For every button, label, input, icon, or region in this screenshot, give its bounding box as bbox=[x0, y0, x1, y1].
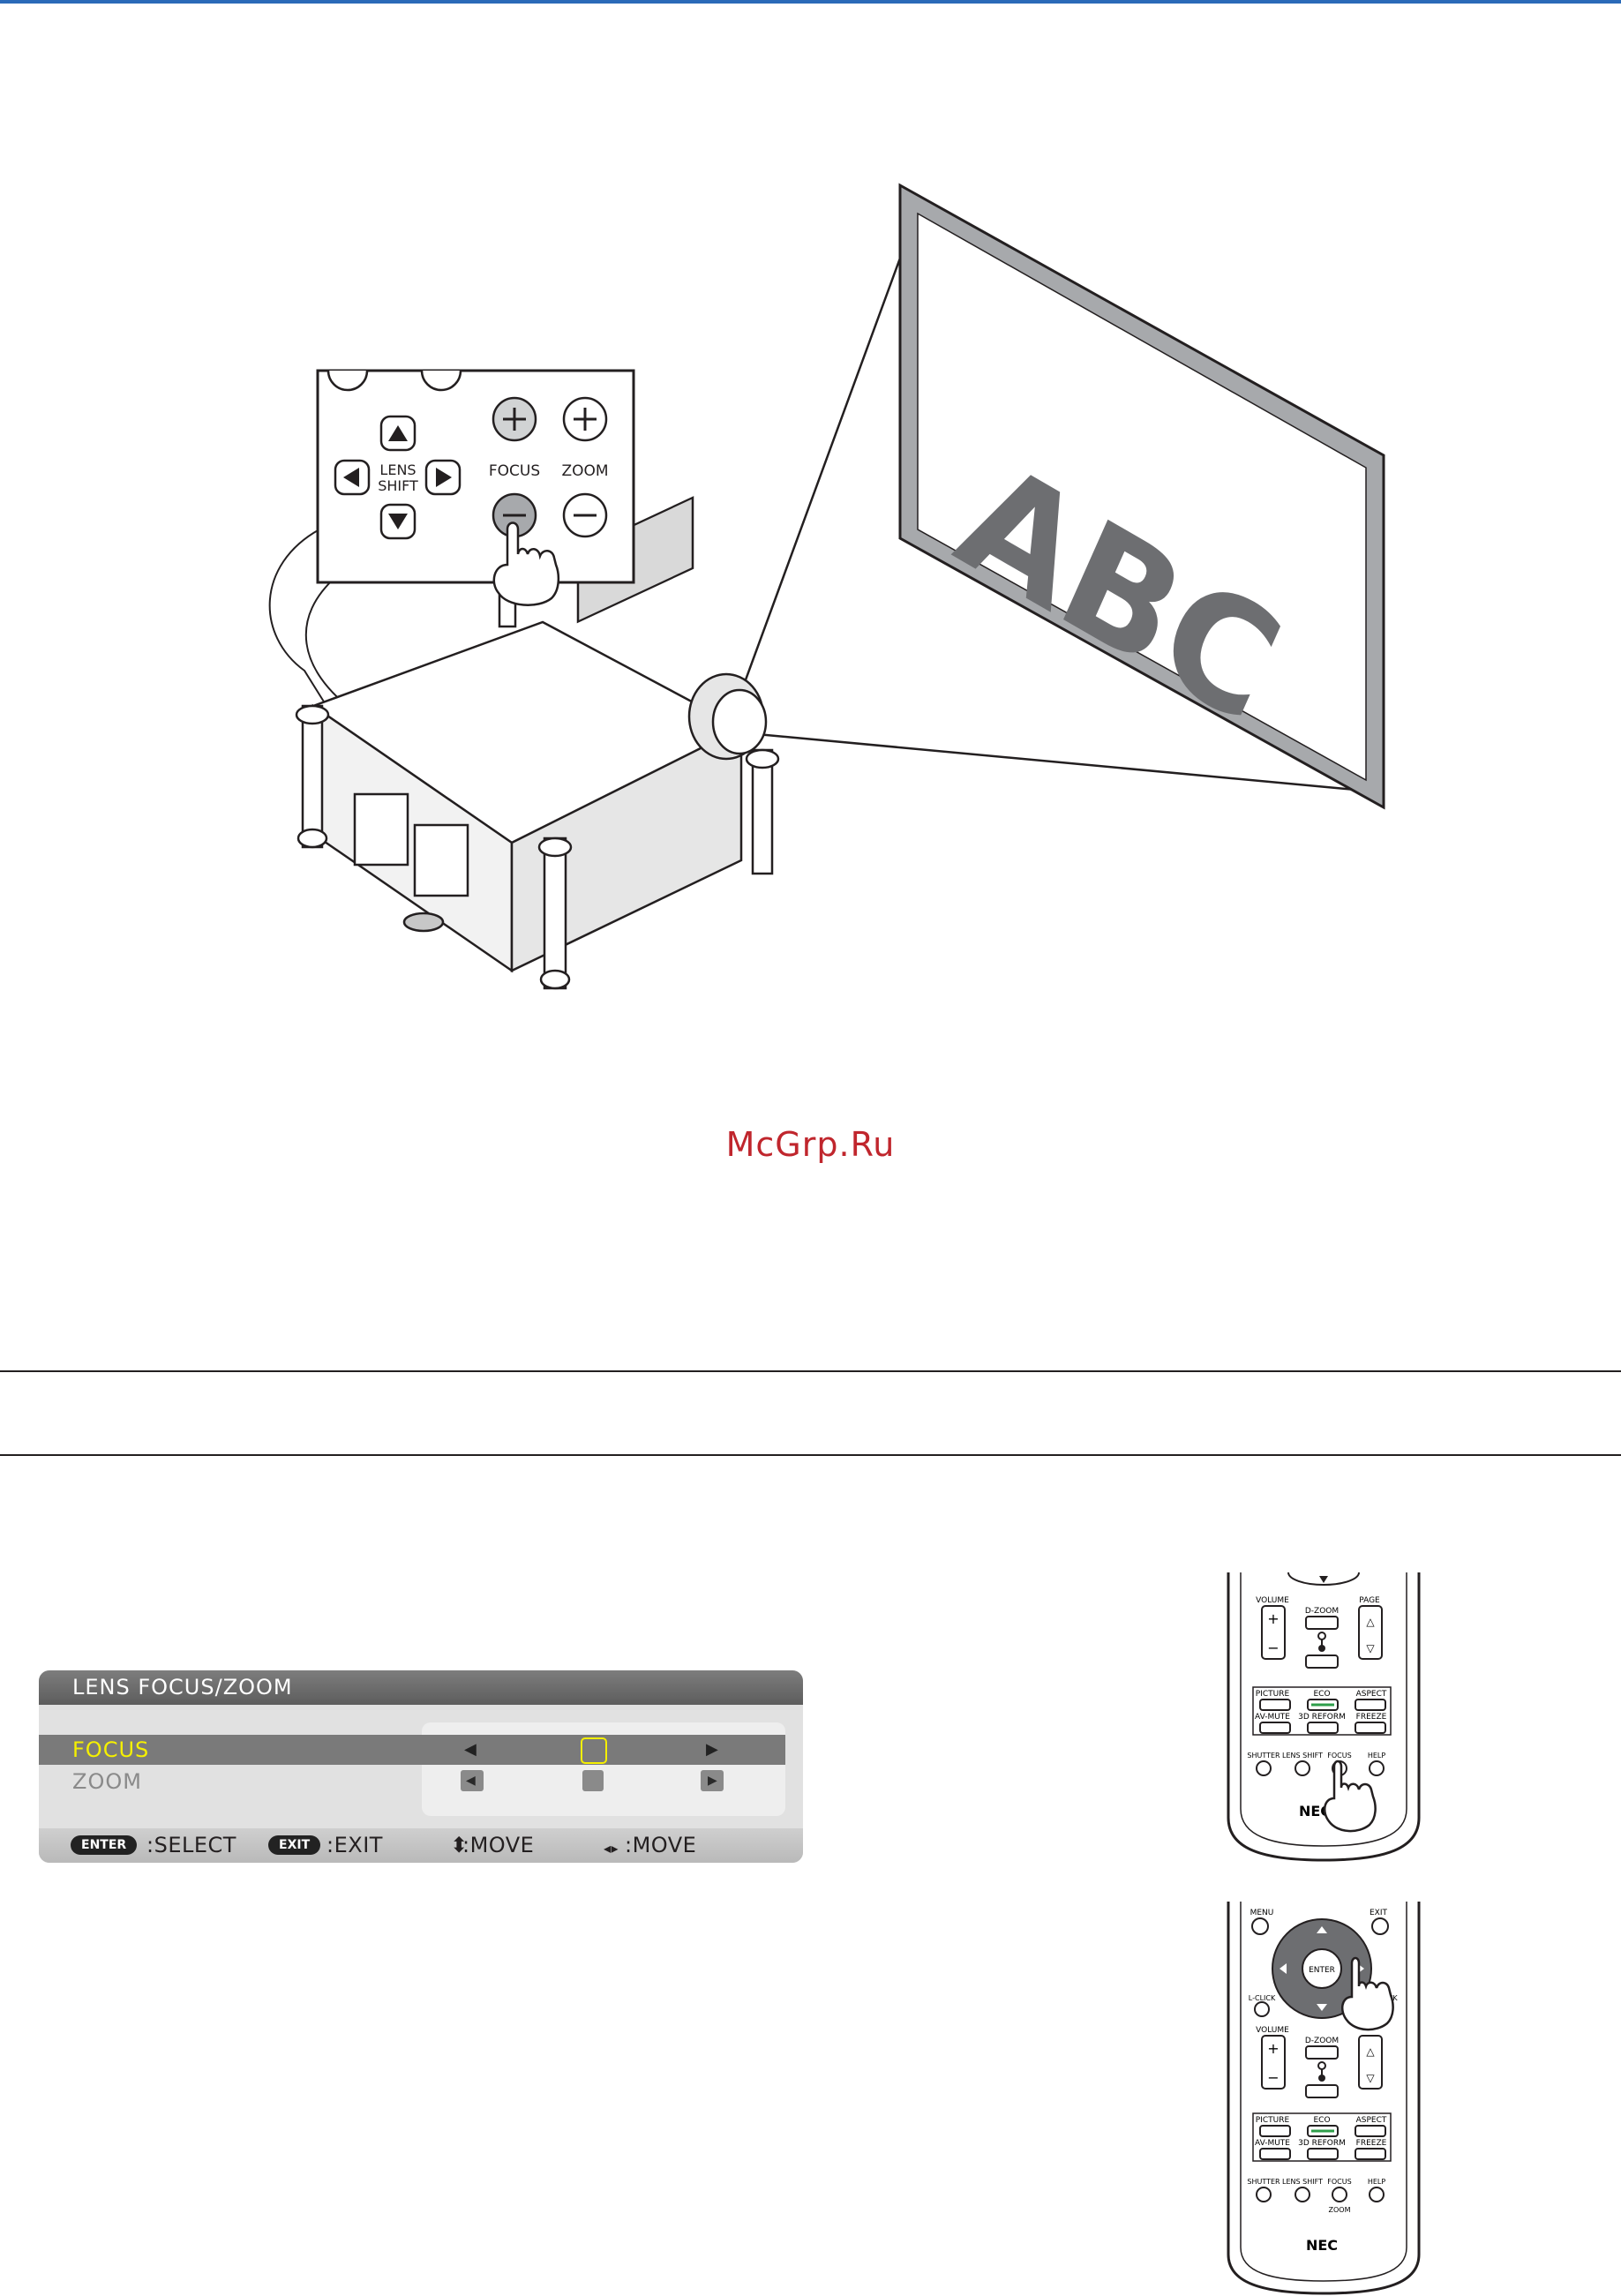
divider-bottom bbox=[0, 1454, 1621, 1456]
lens-focus-zoom-menu: LENS FOCUS/ZOOM FOCUS ◀ ▶ ZOOM ◀ ▶ ENTER… bbox=[39, 1670, 803, 1863]
focus-right-arrow-icon[interactable]: ▶ bbox=[706, 1740, 718, 1759]
lensshift-label: LENS SHIFT bbox=[1282, 1752, 1323, 1760]
enter-action: :SELECT bbox=[146, 1833, 236, 1857]
svg-text:▽: ▽ bbox=[1366, 1642, 1375, 1654]
exit-action: :EXIT bbox=[326, 1833, 383, 1857]
focus-left-arrow-icon[interactable]: ◀ bbox=[464, 1740, 477, 1759]
zoom-right-arrow-icon: ▶ bbox=[708, 1774, 717, 1788]
zoom-left-button[interactable] bbox=[461, 1770, 484, 1791]
leftright-action: :MOVE bbox=[625, 1833, 697, 1857]
page-label: PAGE bbox=[1359, 1596, 1380, 1605]
projection-line-top bbox=[736, 209, 919, 702]
avmute-label: AV-MUTE bbox=[1255, 1713, 1290, 1722]
shutter-label-2: SHUTTER bbox=[1247, 2178, 1280, 2186]
projector-focus-illustration: ABC bbox=[268, 183, 1385, 990]
brand-logo-2: NEC bbox=[1306, 2237, 1338, 2254]
page-rocker bbox=[1358, 1605, 1383, 1660]
volume-label-2: VOLUME bbox=[1256, 2026, 1289, 2035]
freeze-label-2: FREEZE bbox=[1356, 2139, 1387, 2148]
svg-text:−: − bbox=[1267, 2069, 1279, 2086]
lensshift-label-2: LENS SHIFT bbox=[1282, 2178, 1323, 2186]
eco-label: ECO bbox=[1313, 1690, 1330, 1699]
aspect-label: ASPECT bbox=[1356, 1690, 1387, 1699]
menu-row-focus[interactable]: FOCUS ◀ ▶ bbox=[39, 1735, 785, 1765]
aspect-label-2: ASPECT bbox=[1356, 2116, 1387, 2125]
freeze-label: FREEZE bbox=[1356, 1713, 1387, 1722]
enter-label: ENTER bbox=[1309, 1966, 1335, 1975]
help-label: HELP bbox=[1368, 1752, 1386, 1760]
exit-key-badge: EXIT bbox=[268, 1835, 321, 1855]
svg-text:+: + bbox=[1267, 2040, 1279, 2057]
menu-footer: ENTER :SELECT EXIT :EXIT ⬍ :MOVE ◂▸ :MOV… bbox=[39, 1828, 803, 1863]
remote-control-focus: VOLUME D-ZOOM PAGE + − △ ▽ PICTURE ECO A… bbox=[1227, 1572, 1421, 1862]
focus-label: FOCUS bbox=[489, 462, 540, 480]
svg-text:△: △ bbox=[1366, 2045, 1375, 2058]
svg-text:+: + bbox=[1267, 1610, 1279, 1627]
eco-label-2: ECO bbox=[1313, 2116, 1330, 2125]
pointing-hand-icon bbox=[1323, 1760, 1377, 1833]
zoom-left-arrow-icon: ◀ bbox=[466, 1774, 476, 1788]
focus-row-label: FOCUS bbox=[72, 1737, 150, 1762]
top-accent-line bbox=[0, 0, 1621, 4]
lclick-label: L-CLICK bbox=[1249, 1994, 1276, 2002]
zoom-slider-handle[interactable] bbox=[582, 1770, 604, 1791]
dzoom-label: D-ZOOM bbox=[1305, 1607, 1339, 1616]
updown-action: :MOVE bbox=[462, 1833, 535, 1857]
menu-row-zoom[interactable]: ZOOM ◀ ▶ bbox=[39, 1767, 785, 1797]
zoom-label-2: ZOOM bbox=[1329, 2206, 1351, 2214]
svg-text:−: − bbox=[1267, 1639, 1279, 1656]
divider-top bbox=[0, 1370, 1621, 1372]
picture-label: PICTURE bbox=[1256, 1690, 1290, 1699]
help-label-2: HELP bbox=[1368, 2178, 1386, 2186]
zoom-row-label: ZOOM bbox=[72, 1769, 142, 1794]
3dreform-label: 3D REFORM bbox=[1298, 1713, 1346, 1722]
leftright-icon: ◂▸ bbox=[604, 1840, 619, 1857]
enter-key-badge: ENTER bbox=[71, 1835, 138, 1855]
control-panel-inset: LENS SHIFT FOCUS ZOOM bbox=[316, 369, 635, 606]
menu-title: LENS FOCUS/ZOOM bbox=[39, 1670, 803, 1705]
focus-label-remote: FOCUS bbox=[1327, 1752, 1351, 1760]
dzoom-label-2: D-ZOOM bbox=[1305, 2037, 1339, 2045]
pointing-hand-icon-2 bbox=[1340, 1956, 1394, 2031]
shutter-label: SHUTTER bbox=[1247, 1752, 1280, 1760]
projector-body bbox=[295, 496, 780, 990]
menu-label: MENU bbox=[1250, 1909, 1274, 1917]
zoom-right-button[interactable] bbox=[701, 1770, 724, 1791]
avmute-label-2: AV-MUTE bbox=[1255, 2139, 1290, 2148]
exit-label: EXIT bbox=[1370, 1909, 1388, 1917]
lens-shift-label-1: LENS bbox=[379, 461, 416, 478]
remote-control-navigation: MENU EXIT ENTER L-CLICK R-CLICK VOLUME D… bbox=[1227, 1902, 1421, 2295]
svg-text:▽: ▽ bbox=[1366, 2072, 1375, 2084]
watermark-text: McGrp.Ru bbox=[725, 1125, 896, 1164]
picture-label-2: PICTURE bbox=[1256, 2116, 1290, 2125]
zoom-label: ZOOM bbox=[561, 462, 608, 480]
menu-body: FOCUS ◀ ▶ ZOOM ◀ ▶ bbox=[39, 1705, 803, 1828]
focus-slider-handle[interactable] bbox=[581, 1737, 607, 1764]
svg-text:△: △ bbox=[1366, 1616, 1375, 1628]
pointing-hand-icon bbox=[492, 521, 560, 606]
projection-screen: ABC bbox=[898, 183, 1385, 810]
volume-label: VOLUME bbox=[1256, 1596, 1289, 1605]
brand-logo: NEC bbox=[1299, 1803, 1331, 1820]
volume-rocker bbox=[1261, 1605, 1286, 1660]
lens-shift-label-2: SHIFT bbox=[378, 477, 418, 494]
3dreform-label-2: 3D REFORM bbox=[1298, 2139, 1346, 2148]
focus-label-2: FOCUS bbox=[1327, 2178, 1351, 2186]
updown-icon: ⬍ bbox=[450, 1833, 469, 1857]
projection-line-bottom bbox=[737, 731, 1385, 794]
